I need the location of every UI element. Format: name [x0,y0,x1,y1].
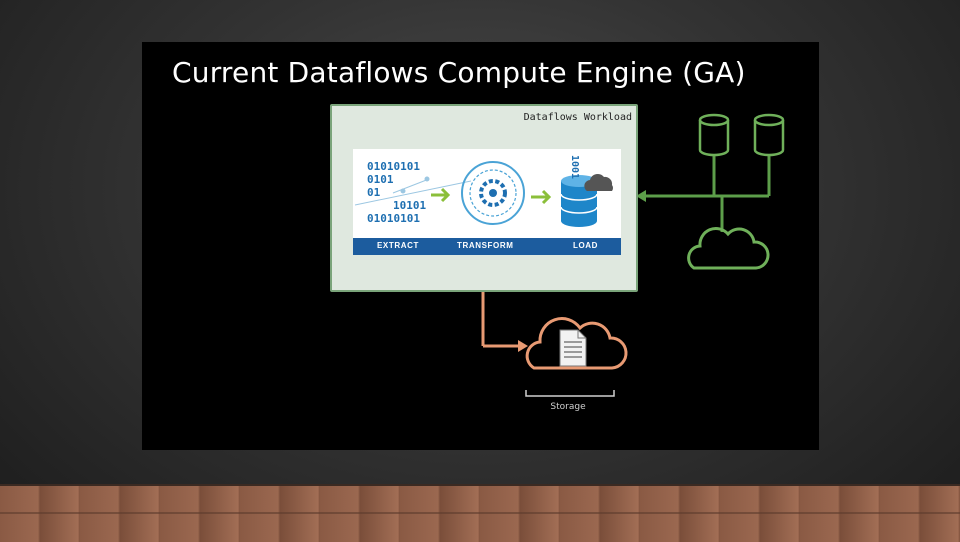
load-label: LOAD [573,241,599,250]
storage-connector [481,288,528,352]
diagram-canvas [481,113,785,397]
binary-text: 01010101 [367,212,420,225]
extract-label: EXTRACT [377,241,419,250]
etl-panel: 01010101 0101 01 10101 01010101 [353,149,621,255]
transform-gear-icon [461,161,525,225]
storage-bracket [525,390,615,397]
binary-text: 10101 [393,199,427,212]
binary-text: 0101 [367,173,394,186]
database-icon [753,113,785,157]
circuit-lines [354,176,472,206]
etl-stage-bar: EXTRACT TRANSFORM LOAD [353,238,621,255]
transform-label: TRANSFORM [457,241,514,250]
arrow-icon [531,189,552,205]
binary-text: 01010101 [367,160,420,173]
dataflows-workload-box: Dataflows Workload 01010101 0101 01 1010… [330,104,638,292]
wood-floor [0,484,960,542]
slide-title: Current Dataflows Compute Engine (GA) [172,56,746,89]
data-source-cloud-icon [687,227,770,270]
arrow-icon [431,187,451,203]
document-icon [559,329,587,367]
workload-label: Dataflows Workload [523,112,632,123]
etl-graphic [354,161,613,227]
green-connector [636,154,771,232]
cloud-icon [584,173,613,191]
storage-label: Storage [550,402,586,412]
slide: Current Dataflows Compute Engine (GA) [142,42,819,450]
database-icon [698,113,730,157]
storage-cloud-icon [525,317,628,370]
binary-vertical-text: 1001 [569,155,580,180]
binary-text: 01 [367,186,381,199]
